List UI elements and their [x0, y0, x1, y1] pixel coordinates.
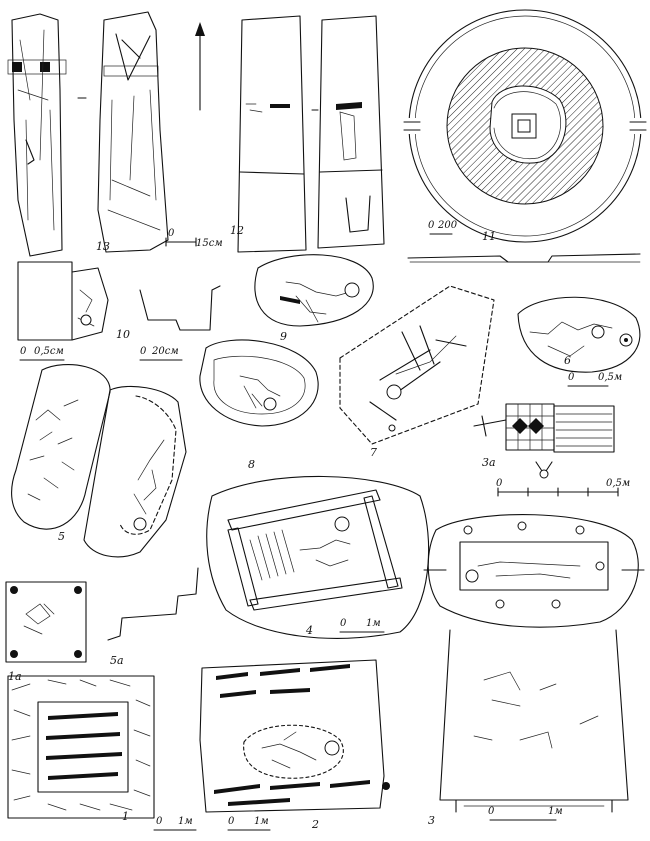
- scale-bar-2: 0 1м: [227, 816, 271, 831]
- figure-12-stele: 12: [230, 15, 385, 253]
- scale-13-length: 15см: [196, 238, 223, 249]
- scale-2-length: 1м: [254, 816, 269, 827]
- fig4-label: 4: [305, 624, 313, 637]
- figure-3: 3 0 1м: [423, 514, 645, 827]
- fig3a-label: 3а: [482, 456, 496, 469]
- fig1-label: 1: [122, 810, 129, 823]
- figure-1: 1 0 1м: [7, 675, 197, 831]
- scale-10-zero: 0: [20, 346, 27, 357]
- fig12-label: 12: [230, 224, 244, 237]
- scale-bar-10b: 0 20см: [139, 346, 183, 361]
- scale-3a-length: 0,5м: [606, 478, 630, 489]
- fig2-label: 2: [311, 818, 319, 831]
- fig8-label: 8: [248, 458, 255, 471]
- figure-5: 5 5а: [11, 363, 199, 667]
- scale-bar-1: 0 1м: [153, 816, 197, 831]
- scale-bar-11: 0 200: [428, 220, 458, 235]
- scale-1-zero: 0: [156, 816, 163, 827]
- fig5-label: 5: [58, 530, 65, 543]
- fig7-label: 7: [370, 446, 377, 459]
- scale-3-length: 1м: [548, 806, 563, 817]
- scale-bar-13: 0 15см: [165, 228, 223, 249]
- scale-bar-6: 0 0,5м: [567, 372, 622, 387]
- scale-1-length: 1м: [178, 816, 193, 827]
- scale-4-zero: 0: [340, 618, 347, 629]
- fig10-label: 10: [116, 328, 130, 341]
- scale-4-length: 1м: [366, 618, 381, 629]
- fig3-label: 3: [428, 814, 435, 827]
- scale-11-zero: 0: [428, 220, 435, 231]
- figure-1a: 1а: [5, 581, 87, 683]
- scale-10-length: 0,5см: [34, 346, 64, 357]
- scale-6-length: 0,5м: [598, 372, 622, 383]
- scale-11-length: 200: [437, 220, 458, 231]
- fig6-label: 6: [564, 354, 571, 367]
- scale-bar-10: 0 0,5см: [19, 346, 65, 361]
- fig11-label: 11: [482, 230, 496, 243]
- scale-bar-4: 0 1м: [339, 618, 385, 633]
- figure-10: 10 0 0,5см 0 20см: [17, 261, 221, 361]
- fig5a-label: 5а: [110, 654, 124, 667]
- scale-bar-3: 0 1м: [488, 806, 563, 821]
- fig9-label: 9: [280, 330, 287, 343]
- scale-bar-3a: 0 0,5м: [496, 478, 630, 497]
- scale-3a-zero: 0: [496, 478, 503, 489]
- figure-2: 2 0 1м: [199, 659, 390, 831]
- figure-9: 9: [254, 254, 374, 343]
- figure-4: 4 0 1м: [206, 475, 430, 639]
- scale-3-zero: 0: [488, 806, 495, 817]
- fig13-label: 13: [96, 240, 110, 253]
- scale-13-zero: 0: [168, 228, 175, 239]
- figure-13-stones: 13 0 15см: [7, 11, 223, 257]
- scale-10b-zero: 0: [140, 346, 147, 357]
- north-arrow-icon: [195, 22, 205, 111]
- figure-6: 6 0 0,5м: [517, 296, 641, 387]
- figure-8: 8: [199, 339, 319, 471]
- figure-3a: 3а 0 0,5м: [473, 403, 630, 497]
- figure-11-kurgan: 11 0 200: [402, 9, 648, 263]
- figure-7: 7: [339, 285, 495, 459]
- scale-6-zero: 0: [568, 372, 575, 383]
- scale-2-zero: 0: [228, 816, 235, 827]
- scale-10b-length: 20см: [151, 346, 179, 357]
